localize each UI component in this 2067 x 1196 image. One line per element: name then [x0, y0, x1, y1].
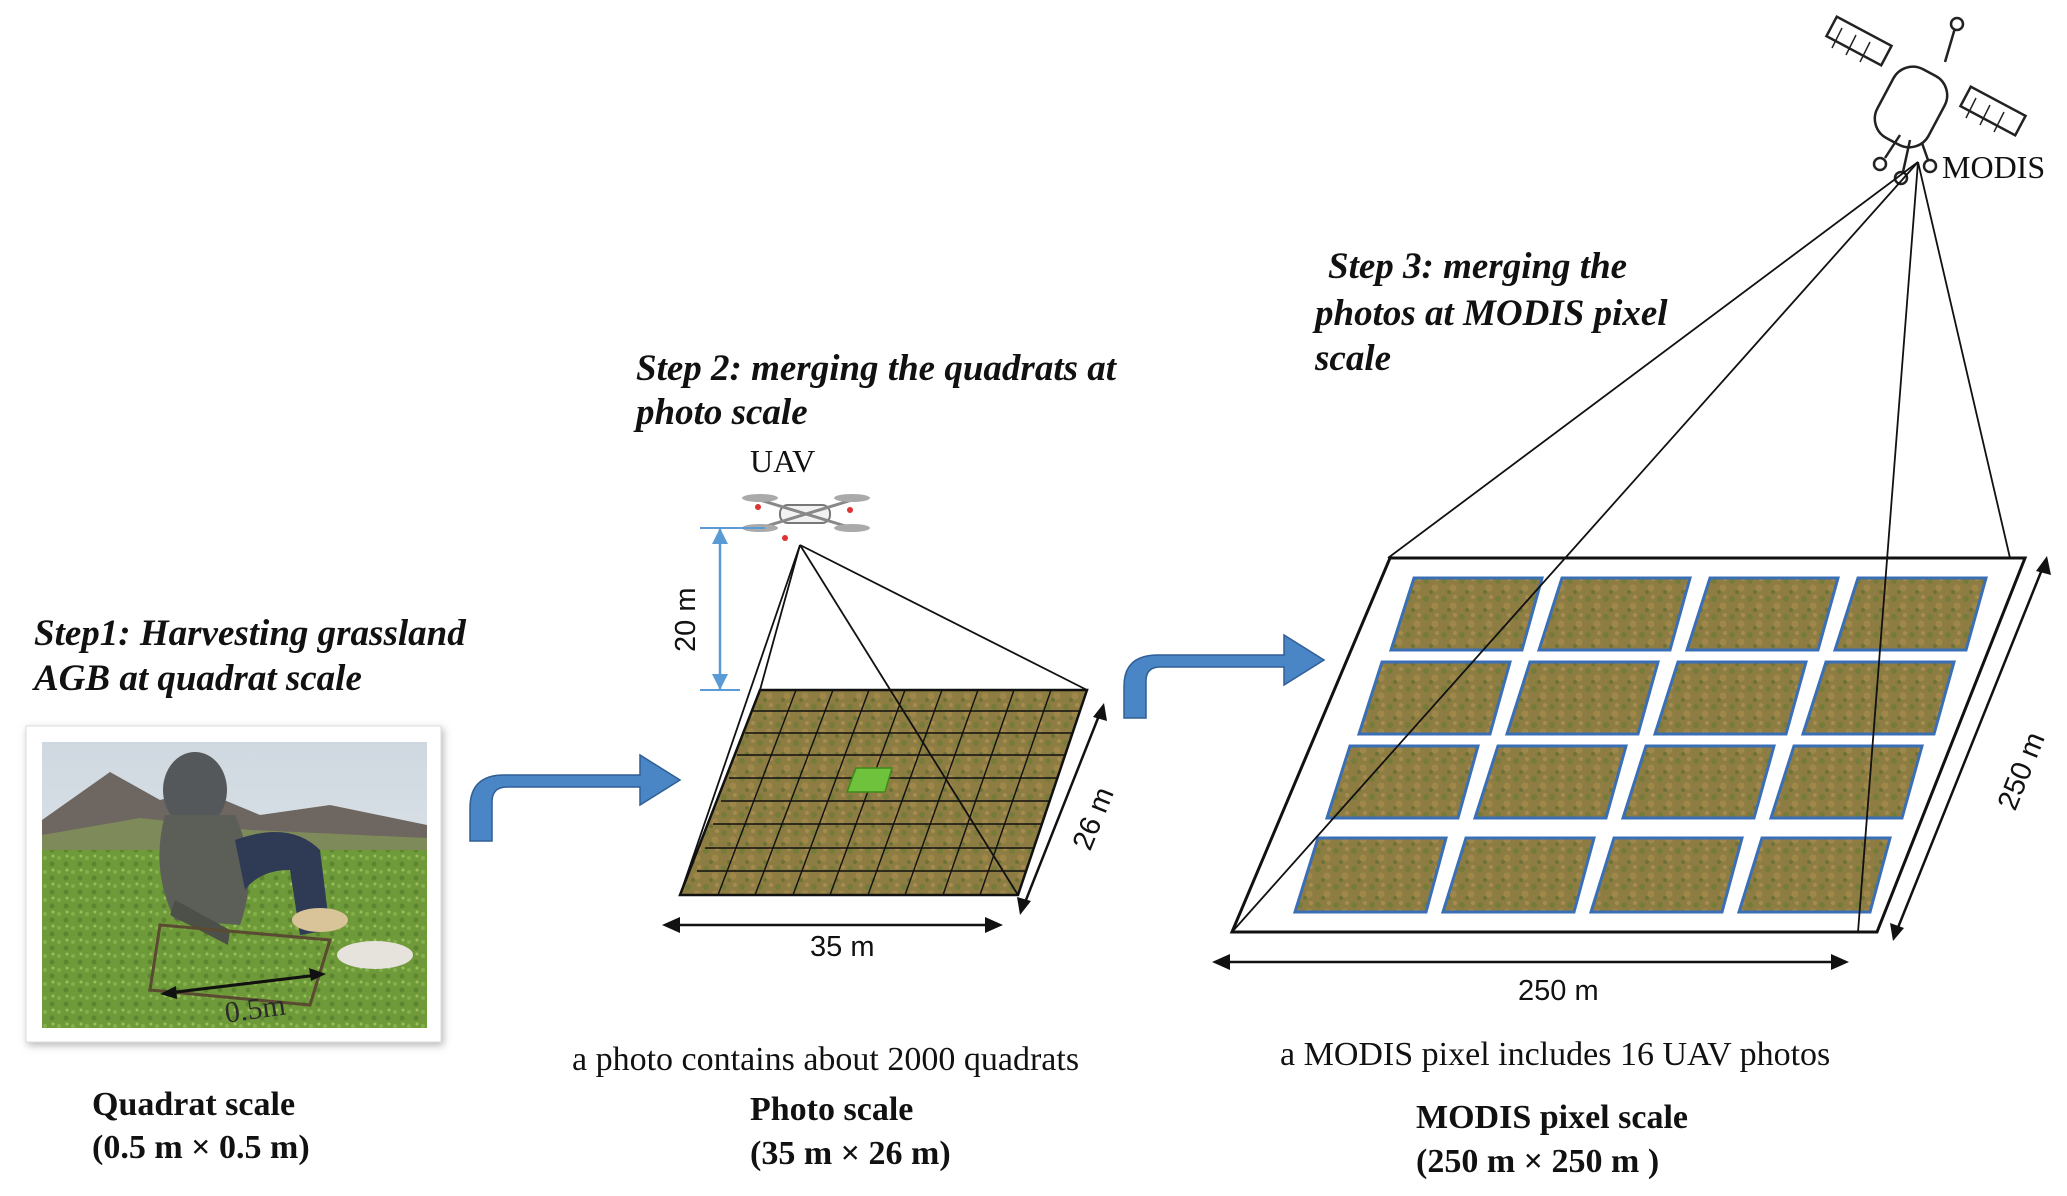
person-harvesting — [159, 752, 348, 945]
modis-label: MODIS — [1942, 149, 2045, 185]
modis-scale-size: (250 m × 250 m ) — [1416, 1143, 1659, 1180]
step3-title-line1: Step 3: merging the — [1328, 246, 1627, 287]
step1-title-line1: Step1: Harvesting grassland — [34, 613, 466, 654]
uav-photo-tile — [1588, 836, 1744, 914]
quadrat-scale-label: Quadrat scale (0.5 m × 0.5 m) — [92, 1086, 310, 1166]
flow-arrow-1-shape — [469, 753, 682, 842]
uav-drone-icon — [742, 494, 870, 541]
quadrat-scale-size: (0.5 m × 0.5 m) — [92, 1129, 310, 1166]
photo-width-label: 35 m — [810, 931, 874, 963]
quadrat-scale-name: Quadrat scale — [92, 1086, 295, 1123]
flow-arrow-2-shape — [1123, 633, 1326, 719]
modis-caption: a MODIS pixel includes 16 UAV photos — [1280, 1036, 1830, 1073]
modis-width-label: 250 m — [1518, 975, 1599, 1007]
flow-arrow-2 — [1123, 633, 1326, 719]
uav-photo-tile — [1536, 576, 1692, 652]
step2-title: Step 2: merging the quadrats at photo sc… — [633, 348, 1118, 433]
highlighted-quadrat — [845, 767, 893, 793]
step2-title-line1: Step 2: merging the quadrats at — [636, 348, 1118, 389]
photo-scale-name: Photo scale — [750, 1091, 913, 1128]
step1-title-line2: AGB at quadrat scale — [32, 658, 362, 699]
photo-scale-label: Photo scale (35 m × 26 m) — [750, 1091, 951, 1172]
modis-scale-name: MODIS pixel scale — [1416, 1099, 1688, 1136]
modis-satellite-icon — [1824, 15, 2028, 186]
uav-height-dimension: 20 m — [670, 527, 765, 691]
photo-scale-size: (35 m × 26 m) — [750, 1135, 951, 1172]
uav-photo-tile — [1736, 836, 1892, 914]
uav-label: UAV — [750, 443, 815, 479]
quadrat-field-photo: 0.5m — [25, 725, 442, 1043]
modis-scale-label: MODIS pixel scale (250 m × 250 m ) — [1416, 1099, 1688, 1180]
photo-quadrat-grid — [697, 689, 1080, 896]
uav-view-lines — [679, 544, 1088, 896]
uav-photo-tile — [1388, 576, 1544, 652]
step2-title-line2: photo scale — [633, 392, 808, 433]
uav-photo-tile — [1324, 744, 1480, 820]
uav-photo-tile — [1684, 576, 1840, 652]
uav-photo-tile — [1292, 836, 1448, 914]
uav-height-label: 20 m — [670, 588, 702, 652]
uav-photo-tile — [1768, 744, 1924, 820]
uav-photo-tile — [1472, 744, 1628, 820]
flow-arrow-1 — [469, 753, 682, 842]
uav-photo-tile — [1440, 836, 1596, 914]
step3-title-line2: photos at MODIS pixel — [1312, 293, 1668, 334]
photo-depth-label: 26 m — [1067, 783, 1121, 855]
uav-photo-tile — [1800, 660, 1956, 736]
modis-pixel — [1229, 556, 2028, 934]
photo-caption: a photo contains about 2000 quadrats — [572, 1041, 1079, 1078]
uav-photo-tile — [1504, 660, 1660, 736]
uav-photo-tile — [1356, 660, 1512, 736]
step3-title: Step 3: merging the photos at MODIS pixe… — [1312, 246, 1668, 379]
modis-depth-label: 250 m — [1992, 728, 2052, 815]
modis-width-dimension: 250 m — [1212, 954, 1849, 1007]
uav-photo-tile — [1620, 744, 1776, 820]
uav-photo-tiles — [1292, 576, 1988, 914]
step3-title-line3: scale — [1314, 338, 1391, 379]
uav-photo-tile — [1832, 576, 1988, 652]
modis-view-lines — [1231, 161, 2011, 933]
uav-photo-tile — [1652, 660, 1808, 736]
uav-photo — [678, 688, 1089, 897]
step1-title: Step1: Harvesting grassland AGB at quadr… — [32, 613, 466, 699]
photo-width-dimension: 35 m — [662, 917, 1003, 963]
